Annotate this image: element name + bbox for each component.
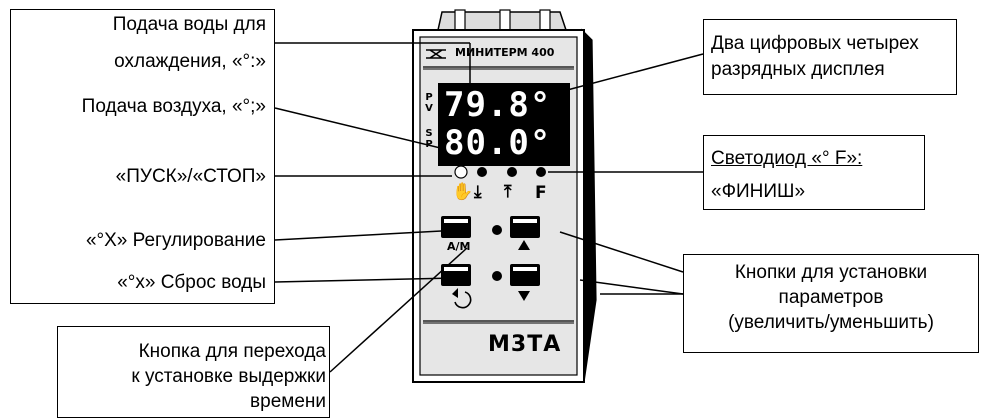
callout-air-supply: Подача воздуха, «°;»: [81, 96, 266, 117]
callout-displays-line2: разрядных дисплея: [711, 59, 885, 80]
pv-label-v: V: [425, 103, 433, 114]
callout-water-reset: «°x» Сброс воды: [117, 272, 266, 293]
callout-water-cooling-line2: охлаждения, «°:»: [114, 51, 266, 72]
device-brand: МИНИТЕРМ 400: [455, 46, 555, 59]
displays-callout-box: [703, 19, 957, 95]
callout-hold-time-line3: времени: [250, 391, 326, 412]
device-model: М3ТА: [488, 332, 562, 357]
callout-displays-line1: Два цифровых четырех: [711, 33, 919, 54]
param-buttons-callout-box: [683, 254, 979, 353]
sp-label-s: S: [425, 128, 433, 139]
callout-param-buttons-line2: параметров: [778, 287, 884, 308]
hold-time-callout-box: [57, 326, 330, 418]
left-callout-box: [10, 9, 275, 304]
am-label: A/M: [447, 240, 471, 253]
am-button[interactable]: [441, 216, 471, 238]
callout-led-f-line2: «ФИНИШ»: [711, 181, 806, 202]
callout-led-f-line1-text: Светодиод «° F»:: [711, 148, 863, 169]
up-button[interactable]: [510, 216, 540, 238]
led-f-callout-box: [703, 135, 925, 210]
pv-label-p: P: [425, 92, 433, 103]
up-to-bar-icon: ⤒: [504, 182, 512, 202]
pv-label: P V: [424, 92, 434, 114]
callout-param-buttons-line1: Кнопки для установки: [734, 262, 928, 283]
callout-start-stop: «ПУСК»/«СТОП»: [115, 166, 266, 187]
down-button[interactable]: [510, 264, 540, 286]
display-sp: 80.0°: [444, 123, 552, 163]
finish-f-label: F: [535, 183, 547, 203]
enter-button[interactable]: [441, 264, 471, 286]
callout-param-buttons-line3: (увеличить/уменьшить): [728, 312, 934, 333]
hand-icon: ✋: [452, 182, 474, 202]
callout-led-f-line1: Светодиод «° F»:: [711, 148, 862, 170]
display-pv: 79.8°: [444, 85, 552, 125]
callout-regulation: «°X» Регулирование: [85, 230, 266, 251]
sp-label: S P: [424, 128, 434, 150]
down-to-bar-icon: ⤓: [474, 182, 482, 202]
sp-label-p: P: [425, 139, 433, 150]
callout-water-cooling-line1: Подача воды для: [112, 14, 266, 35]
callout-hold-time-line2: к установке выдержки: [131, 366, 326, 387]
callout-hold-time-line1: Кнопка для перехода: [138, 341, 326, 362]
